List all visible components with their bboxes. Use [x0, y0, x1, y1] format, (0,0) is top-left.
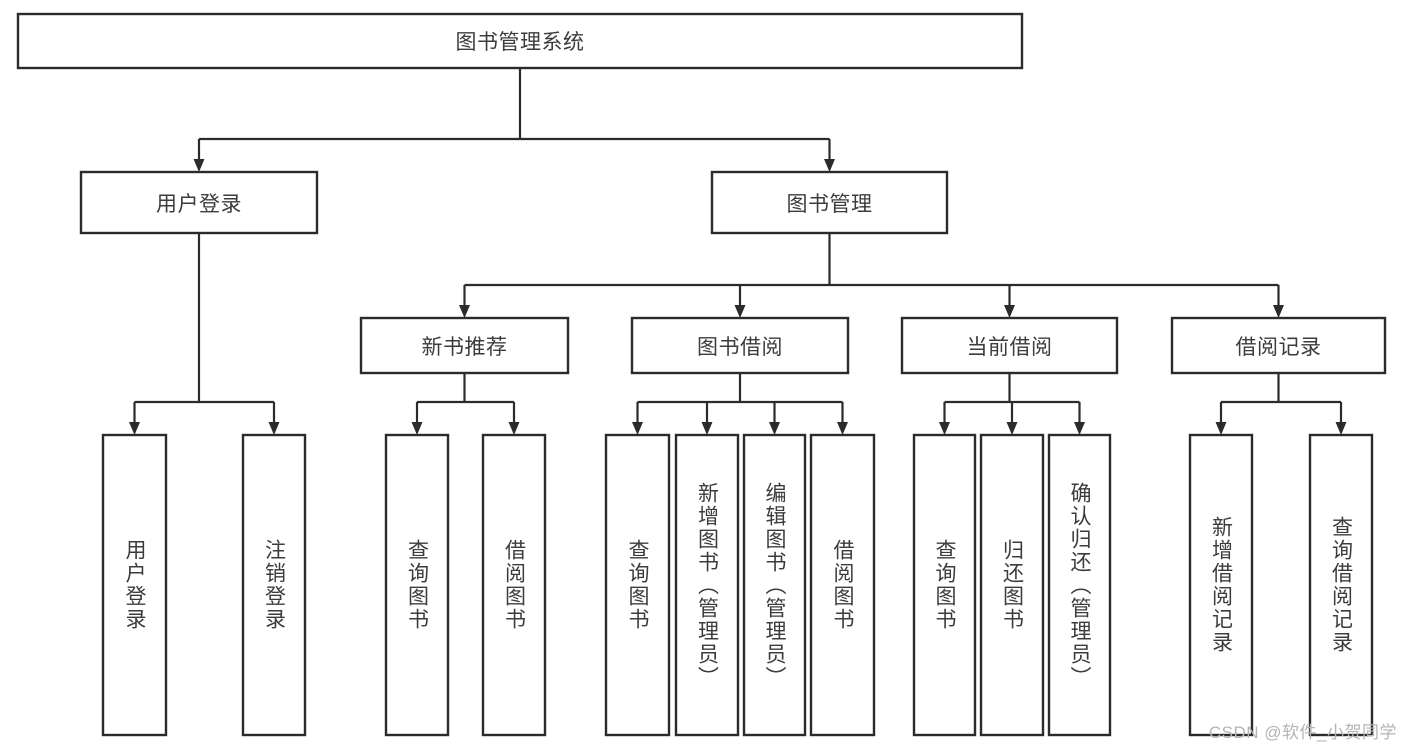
node-box-leaf-return-book[interactable]: [979, 433, 1045, 737]
node-box-leaf-logout[interactable]: [241, 433, 307, 737]
edge-arrowhead: [632, 422, 643, 435]
edge-arrowhead: [769, 422, 780, 435]
node-box-book-borrow[interactable]: [630, 316, 850, 375]
edge-arrowhead: [1215, 422, 1227, 435]
node-box-new-book-rec[interactable]: [359, 316, 570, 375]
edge-arrowhead: [1335, 422, 1347, 435]
edge-arrowhead: [734, 305, 746, 318]
edge-arrowhead: [701, 422, 713, 435]
edge-arrowhead: [1006, 422, 1018, 435]
edge-arrowhead: [1273, 305, 1284, 318]
edge-arrowhead: [193, 159, 205, 172]
edge-arrowhead: [268, 422, 280, 435]
box-layer: [16, 12, 1387, 737]
edge-arrowhead: [129, 422, 140, 435]
node-box-current-borrow[interactable]: [900, 316, 1119, 375]
edge-arrowhead: [1004, 305, 1015, 318]
watermark-text: CSDN @软件_小贺同学: [1208, 723, 1397, 742]
node-box-leaf-borrow-book-1[interactable]: [481, 433, 547, 737]
node-box-leaf-user-login[interactable]: [101, 433, 168, 737]
edge-arrowhead: [411, 422, 423, 435]
node-box-leaf-add-record[interactable]: [1188, 433, 1254, 737]
edge-arrowhead: [459, 305, 470, 318]
edge-arrowhead: [1074, 422, 1085, 435]
node-box-leaf-confirm-return[interactable]: [1047, 433, 1112, 737]
node-box-leaf-query-book-3[interactable]: [912, 433, 977, 737]
node-box-leaf-query-book-2[interactable]: [604, 433, 671, 737]
node-box-leaf-query-book-1[interactable]: [384, 433, 450, 737]
edge-arrowhead: [824, 159, 835, 172]
node-box-book-manage[interactable]: [710, 170, 949, 235]
node-box-leaf-query-record[interactable]: [1308, 433, 1374, 737]
edge-arrowhead: [939, 422, 950, 435]
node-box-leaf-add-book[interactable]: [674, 433, 740, 737]
node-box-root[interactable]: [16, 12, 1024, 70]
edge-layer: [129, 68, 1347, 435]
node-box-user-login[interactable]: [79, 170, 319, 235]
node-box-leaf-edit-book[interactable]: [742, 433, 807, 737]
node-box-leaf-borrow-book-2[interactable]: [809, 433, 876, 737]
edge-arrowhead: [837, 422, 848, 435]
node-box-borrow-record[interactable]: [1170, 316, 1387, 375]
edge-arrowhead: [508, 422, 520, 435]
